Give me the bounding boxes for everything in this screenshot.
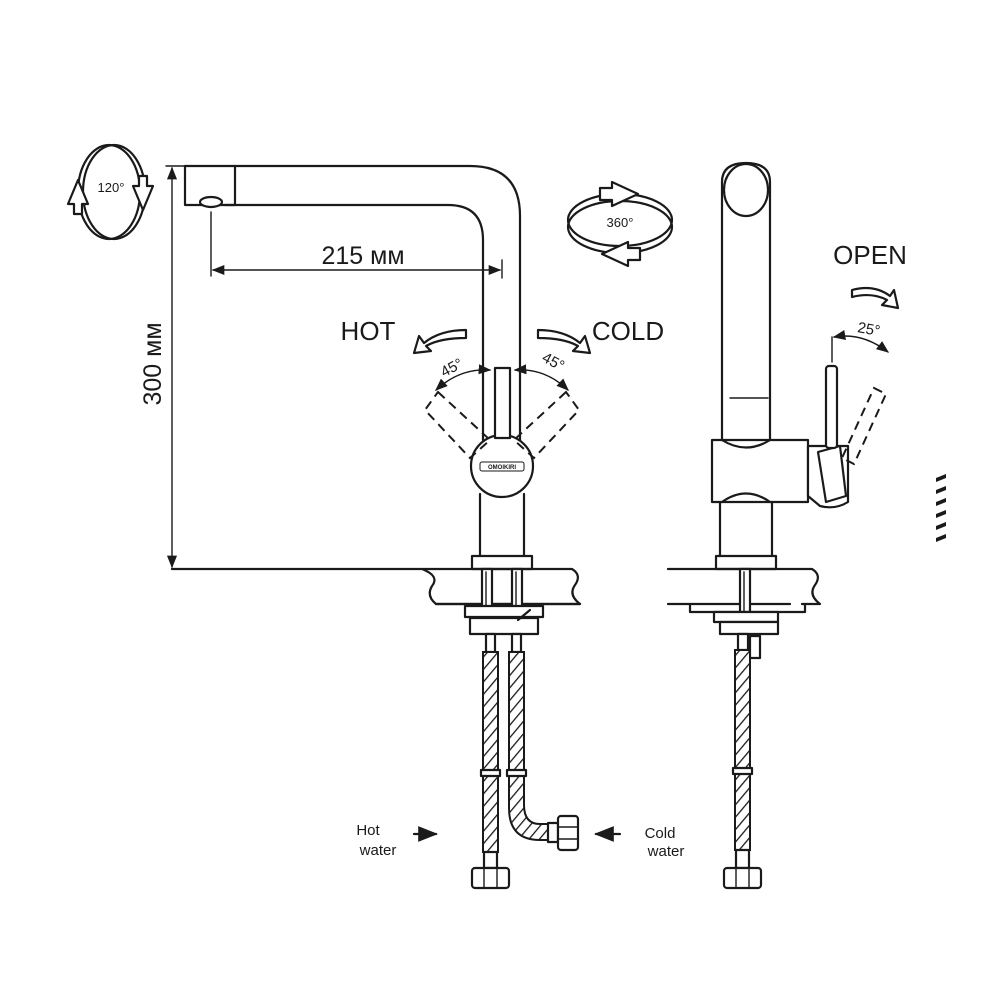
open-label: OPEN: [833, 240, 907, 270]
side-view: 360° OPEN 25°: [566, 161, 907, 890]
side-hose-ring: [731, 766, 754, 776]
dim-215-label: 215 мм: [321, 242, 404, 270]
side-washer: [712, 610, 780, 624]
front-lever: [493, 366, 512, 440]
hot-water-caption-1: Hot: [356, 822, 380, 839]
lever-cold-position: [512, 390, 581, 460]
cold-water-hose: [508, 651, 549, 841]
front-washer: [463, 604, 545, 619]
front-view: OMOIKIRI: [66, 143, 685, 890]
side-lever: [824, 364, 839, 450]
dim-300-label: 300 мм: [139, 322, 167, 405]
hot-hose-ring: [479, 768, 502, 778]
front-spout: [183, 164, 522, 374]
cold-direction-icon: [536, 328, 592, 355]
hot-hose-ferrule: [482, 850, 499, 870]
cold-angle-label: 45°: [539, 349, 567, 375]
cold-nut-facets: [557, 826, 579, 840]
cold-hose-nut: [556, 814, 580, 852]
hot-water-caption-2: water: [359, 842, 397, 859]
hot-nut-facets: [483, 867, 498, 889]
cold-label: COLD: [592, 316, 664, 346]
side-nut-facets: [735, 867, 750, 889]
side-body-joint-bottom: [720, 492, 772, 504]
hot-direction-icon: [412, 328, 468, 355]
hose-stub-right: [510, 632, 523, 654]
aerator-outlet: [198, 195, 224, 209]
lever-open-position: [840, 386, 888, 466]
side-base-ring: [714, 554, 778, 571]
wall-hatch-icon: [936, 474, 946, 542]
brand-plate: [479, 461, 525, 472]
side-nut: [718, 620, 780, 636]
hot-angle-label: 45°: [438, 355, 466, 381]
front-nut: [468, 616, 540, 636]
front-base-ring: [470, 554, 534, 571]
hose-stub-left: [484, 632, 497, 654]
front-clip: [516, 608, 532, 622]
open-angle-arc: [832, 330, 889, 353]
cold-hose-ring: [505, 768, 528, 778]
open-direction-icon: [850, 286, 900, 310]
side-hose-nut: [722, 866, 763, 890]
hot-angle-arc: [435, 364, 492, 391]
rotate-360-icon: 360°: [566, 180, 674, 268]
spout-rotation-label: 360°: [607, 215, 634, 230]
side-body: [710, 438, 810, 504]
cold-hose-ferrule: [546, 821, 560, 844]
aerator-rotation-label: 120°: [98, 180, 125, 195]
open-angle-label: 25°: [856, 319, 881, 340]
side-spout-end: [722, 162, 770, 218]
side-body-joint-top: [720, 438, 772, 449]
lever-hot-position: [423, 390, 492, 460]
side-hose: [734, 649, 751, 851]
side-hose-stub: [736, 632, 750, 652]
front-body-lower: [478, 492, 526, 558]
cold-water-caption-1: Cold: [645, 825, 676, 842]
side-clip: [748, 634, 762, 660]
side-countertop: [666, 567, 822, 606]
hot-hose-nut: [470, 866, 511, 890]
side-hose-ferrule: [734, 848, 751, 870]
brand-logo-text: OMOIKIRI: [488, 465, 516, 471]
hot-label: HOT: [341, 316, 396, 346]
hot-water-hose: [482, 651, 499, 853]
side-body-lower: [718, 500, 774, 558]
cold-water-caption-2: water: [647, 843, 685, 860]
cold-angle-arc: [513, 364, 569, 391]
rotate-120-icon: 120°: [66, 143, 155, 241]
